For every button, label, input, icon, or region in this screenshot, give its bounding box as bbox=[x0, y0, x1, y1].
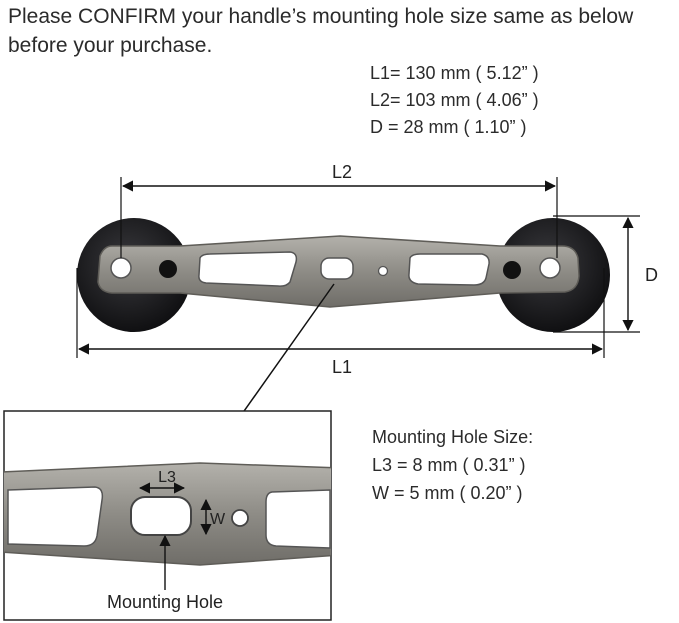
headline-line-2: before your purchase. bbox=[8, 34, 213, 57]
mounting-hole-l3: L3 = 8 mm ( 0.31” ) bbox=[372, 455, 526, 475]
l1-dimension bbox=[76, 268, 605, 358]
d-dimension bbox=[553, 215, 640, 333]
spec-list: L1= 130 mm ( 5.12” ) L2= 103 mm ( 4.06” … bbox=[370, 60, 539, 141]
mounting-hole-specs: Mounting Hole Size: L3 = 8 mm ( 0.31” ) … bbox=[372, 423, 533, 507]
l1-label: L1 bbox=[332, 357, 352, 377]
headline-line-1: Please CONFIRM your handle’s mounting ho… bbox=[8, 5, 634, 28]
spec-d: D = 28 mm ( 1.10” ) bbox=[370, 117, 527, 137]
spec-l2: L2= 103 mm ( 4.06” ) bbox=[370, 90, 539, 110]
spec-l1: L1= 130 mm ( 5.12” ) bbox=[370, 63, 539, 83]
d-label: D bbox=[645, 265, 658, 285]
handle-arm bbox=[97, 235, 580, 308]
zoom-box bbox=[3, 410, 332, 621]
mounting-hole-w: W = 5 mm ( 0.20” ) bbox=[372, 483, 523, 503]
headline: Please CONFIRM your handle’s mounting ho… bbox=[8, 2, 673, 60]
l2-dimension bbox=[120, 177, 558, 258]
l3-label: L3 bbox=[158, 469, 176, 486]
l2-label: L2 bbox=[332, 162, 352, 182]
mounting-hole-label: Mounting Hole bbox=[107, 592, 223, 612]
w-label: W bbox=[210, 511, 226, 528]
mounting-hole-title: Mounting Hole Size: bbox=[372, 427, 534, 447]
